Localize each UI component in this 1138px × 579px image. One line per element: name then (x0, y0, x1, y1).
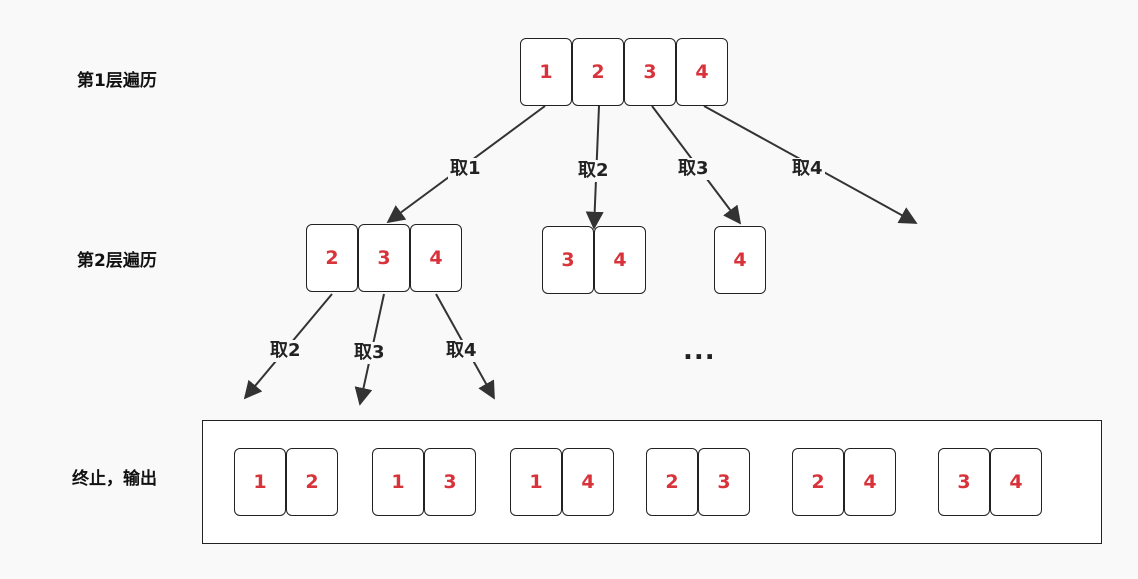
number-card: 2 (646, 448, 698, 516)
number-card: 4 (844, 448, 896, 516)
level-1-label: 第1层遍历 (77, 71, 157, 91)
number-card: 2 (306, 224, 358, 292)
edge-label-second-take-3: 取3 (352, 342, 387, 364)
edge-label-take-1: 取1 (448, 158, 483, 180)
number-card: 3 (938, 448, 990, 516)
number-card: 2 (572, 38, 624, 106)
number-card: 1 (510, 448, 562, 516)
edge-label-second-take-4: 取4 (444, 340, 479, 362)
edge-label-take-4: 取4 (790, 158, 825, 180)
number-card: 4 (562, 448, 614, 516)
number-card: 3 (624, 38, 676, 106)
level-2-label: 第2层遍历 (77, 251, 157, 271)
number-card: 4 (676, 38, 728, 106)
number-card: 3 (698, 448, 750, 516)
edge-label-take-2: 取2 (576, 160, 611, 182)
number-card: 3 (358, 224, 410, 292)
number-card: 1 (234, 448, 286, 516)
number-card: 4 (410, 224, 462, 292)
level-2-group-3: 4 (714, 226, 766, 294)
edge-label-take-3: 取3 (676, 158, 711, 180)
ellipsis-more: ... (683, 336, 716, 366)
number-card: 4 (594, 226, 646, 294)
number-card: 2 (286, 448, 338, 516)
edge-label-second-take-2: 取2 (268, 340, 303, 362)
number-card: 2 (792, 448, 844, 516)
number-card: 3 (542, 226, 594, 294)
number-card: 1 (520, 38, 572, 106)
number-card: 4 (990, 448, 1042, 516)
output-label: 终止，输出 (72, 469, 157, 489)
number-card: 4 (714, 226, 766, 294)
number-card: 1 (372, 448, 424, 516)
number-card: 3 (424, 448, 476, 516)
